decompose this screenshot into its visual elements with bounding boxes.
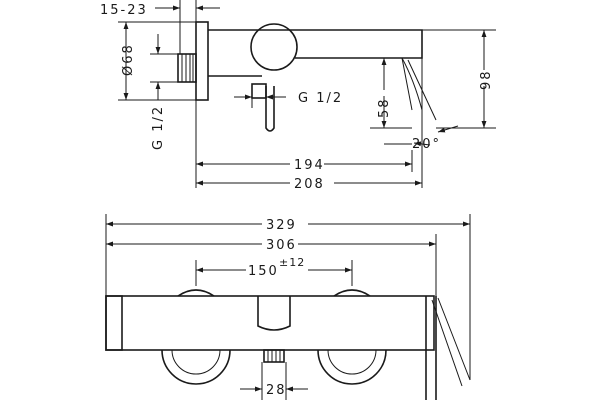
dim-150-tolerance: ±12 — [279, 256, 305, 269]
wall-plate — [195, 21, 209, 101]
front-lever — [425, 296, 437, 400]
escutcheon-left-bottom — [161, 349, 231, 385]
inlet-thread — [177, 53, 197, 83]
dim-diameter: Ø68 — [121, 43, 136, 76]
lever-swing — [431, 297, 471, 387]
dim-98: 98 — [479, 69, 494, 90]
dim-28: 28 — [266, 383, 287, 398]
front-end-cap — [105, 295, 123, 351]
diverter-knob — [257, 296, 291, 331]
front-view: 329 306 150 ±12 28 — [105, 214, 471, 400]
dim-329: 329 — [266, 218, 297, 233]
handle-circle — [250, 23, 298, 71]
lever — [265, 86, 275, 132]
dim-58: 58 — [377, 97, 392, 118]
escutcheon-right-bottom — [317, 349, 387, 385]
outlet-nozzle — [263, 349, 285, 363]
dim-208: 208 — [294, 177, 325, 192]
dim-angle: 20° — [412, 137, 441, 152]
side-view: 15-23 Ø68 G 1/2 G 1/2 58 98 — [100, 0, 496, 192]
front-body — [105, 295, 435, 351]
outlet-connection — [251, 83, 267, 99]
dim-outlet-thread: G 1/2 — [298, 91, 343, 106]
dim-150: 150 — [248, 264, 279, 279]
escutcheon-left-top — [177, 289, 215, 297]
dim-306: 306 — [266, 238, 297, 253]
dim-15-23: 15-23 — [100, 3, 148, 18]
dim-194: 194 — [294, 158, 325, 173]
mixer-body — [208, 29, 423, 77]
dim-inlet-thread: G 1/2 — [151, 105, 166, 150]
escutcheon-right-top — [333, 289, 371, 297]
